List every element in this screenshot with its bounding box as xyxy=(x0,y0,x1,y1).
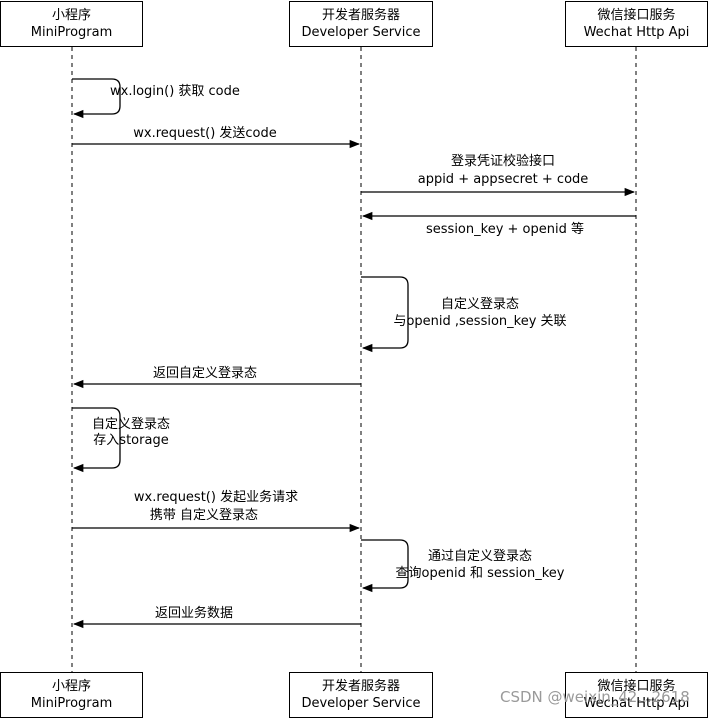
participant-cn: 微信接口服务 xyxy=(597,679,676,694)
label-return-biz: 返回业务数据 xyxy=(154,606,234,621)
arrow-login-self xyxy=(72,78,121,119)
participant-developer-service-bottom: 开发者服务器 Developer Service xyxy=(289,672,433,718)
label-return-custom: 返回自定义登录态 xyxy=(152,366,258,381)
label-login: wx.login() 获取 code xyxy=(110,84,240,99)
participant-en: Wechat Http Api xyxy=(583,25,690,40)
label-custom-line1: 自定义登录态 xyxy=(440,297,520,312)
participant-miniprogram-top: 小程序 MiniProgram xyxy=(0,1,143,47)
label-verify-line2: appid + appsecret + code xyxy=(417,172,589,187)
label-verify-line1: 登录凭证校验接口 xyxy=(450,154,556,169)
arrow-custom-self xyxy=(361,276,409,353)
participant-cn: 小程序 xyxy=(51,679,91,694)
label-custom-line2: 与openid ,session_key 关联 xyxy=(393,314,567,329)
participant-miniprogram-bottom: 小程序 MiniProgram xyxy=(0,672,143,718)
label-store-line2: 存入storage xyxy=(93,433,169,448)
participant-en: MiniProgram xyxy=(30,696,113,711)
arrow-query-self xyxy=(361,539,409,593)
participant-wechat-api-top: 微信接口服务 Wechat Http Api xyxy=(565,1,708,47)
participant-cn: 开发者服务器 xyxy=(321,679,400,694)
participant-en: Developer Service xyxy=(301,25,421,40)
arrow-store-self xyxy=(72,407,121,473)
participant-en: Wechat Http Api xyxy=(583,696,690,711)
watermark: CSDN @weixin_42...2618 xyxy=(500,688,690,706)
label-request-code: wx.request() 发送code xyxy=(133,126,277,141)
label-query-line2: 查询openid 和 session_key xyxy=(395,566,565,581)
participant-wechat-api-bottom: 微信接口服务 Wechat Http Api xyxy=(565,672,708,718)
participant-developer-service-top: 开发者服务器 Developer Service xyxy=(289,1,433,47)
participant-cn: 开发者服务器 xyxy=(321,8,400,23)
participant-cn: 小程序 xyxy=(51,8,91,23)
label-biz-line1: wx.request() 发起业务请求 xyxy=(133,490,299,505)
label-biz-line2: 携带 自定义登录态 xyxy=(149,508,259,523)
participant-cn: 微信接口服务 xyxy=(597,8,676,23)
participant-en: MiniProgram xyxy=(30,25,113,40)
participant-en: Developer Service xyxy=(301,696,421,711)
label-session-return: session_key + openid 等 xyxy=(426,222,584,237)
label-query-line1: 通过自定义登录态 xyxy=(427,549,533,564)
label-store-line1: 自定义登录态 xyxy=(91,417,171,432)
